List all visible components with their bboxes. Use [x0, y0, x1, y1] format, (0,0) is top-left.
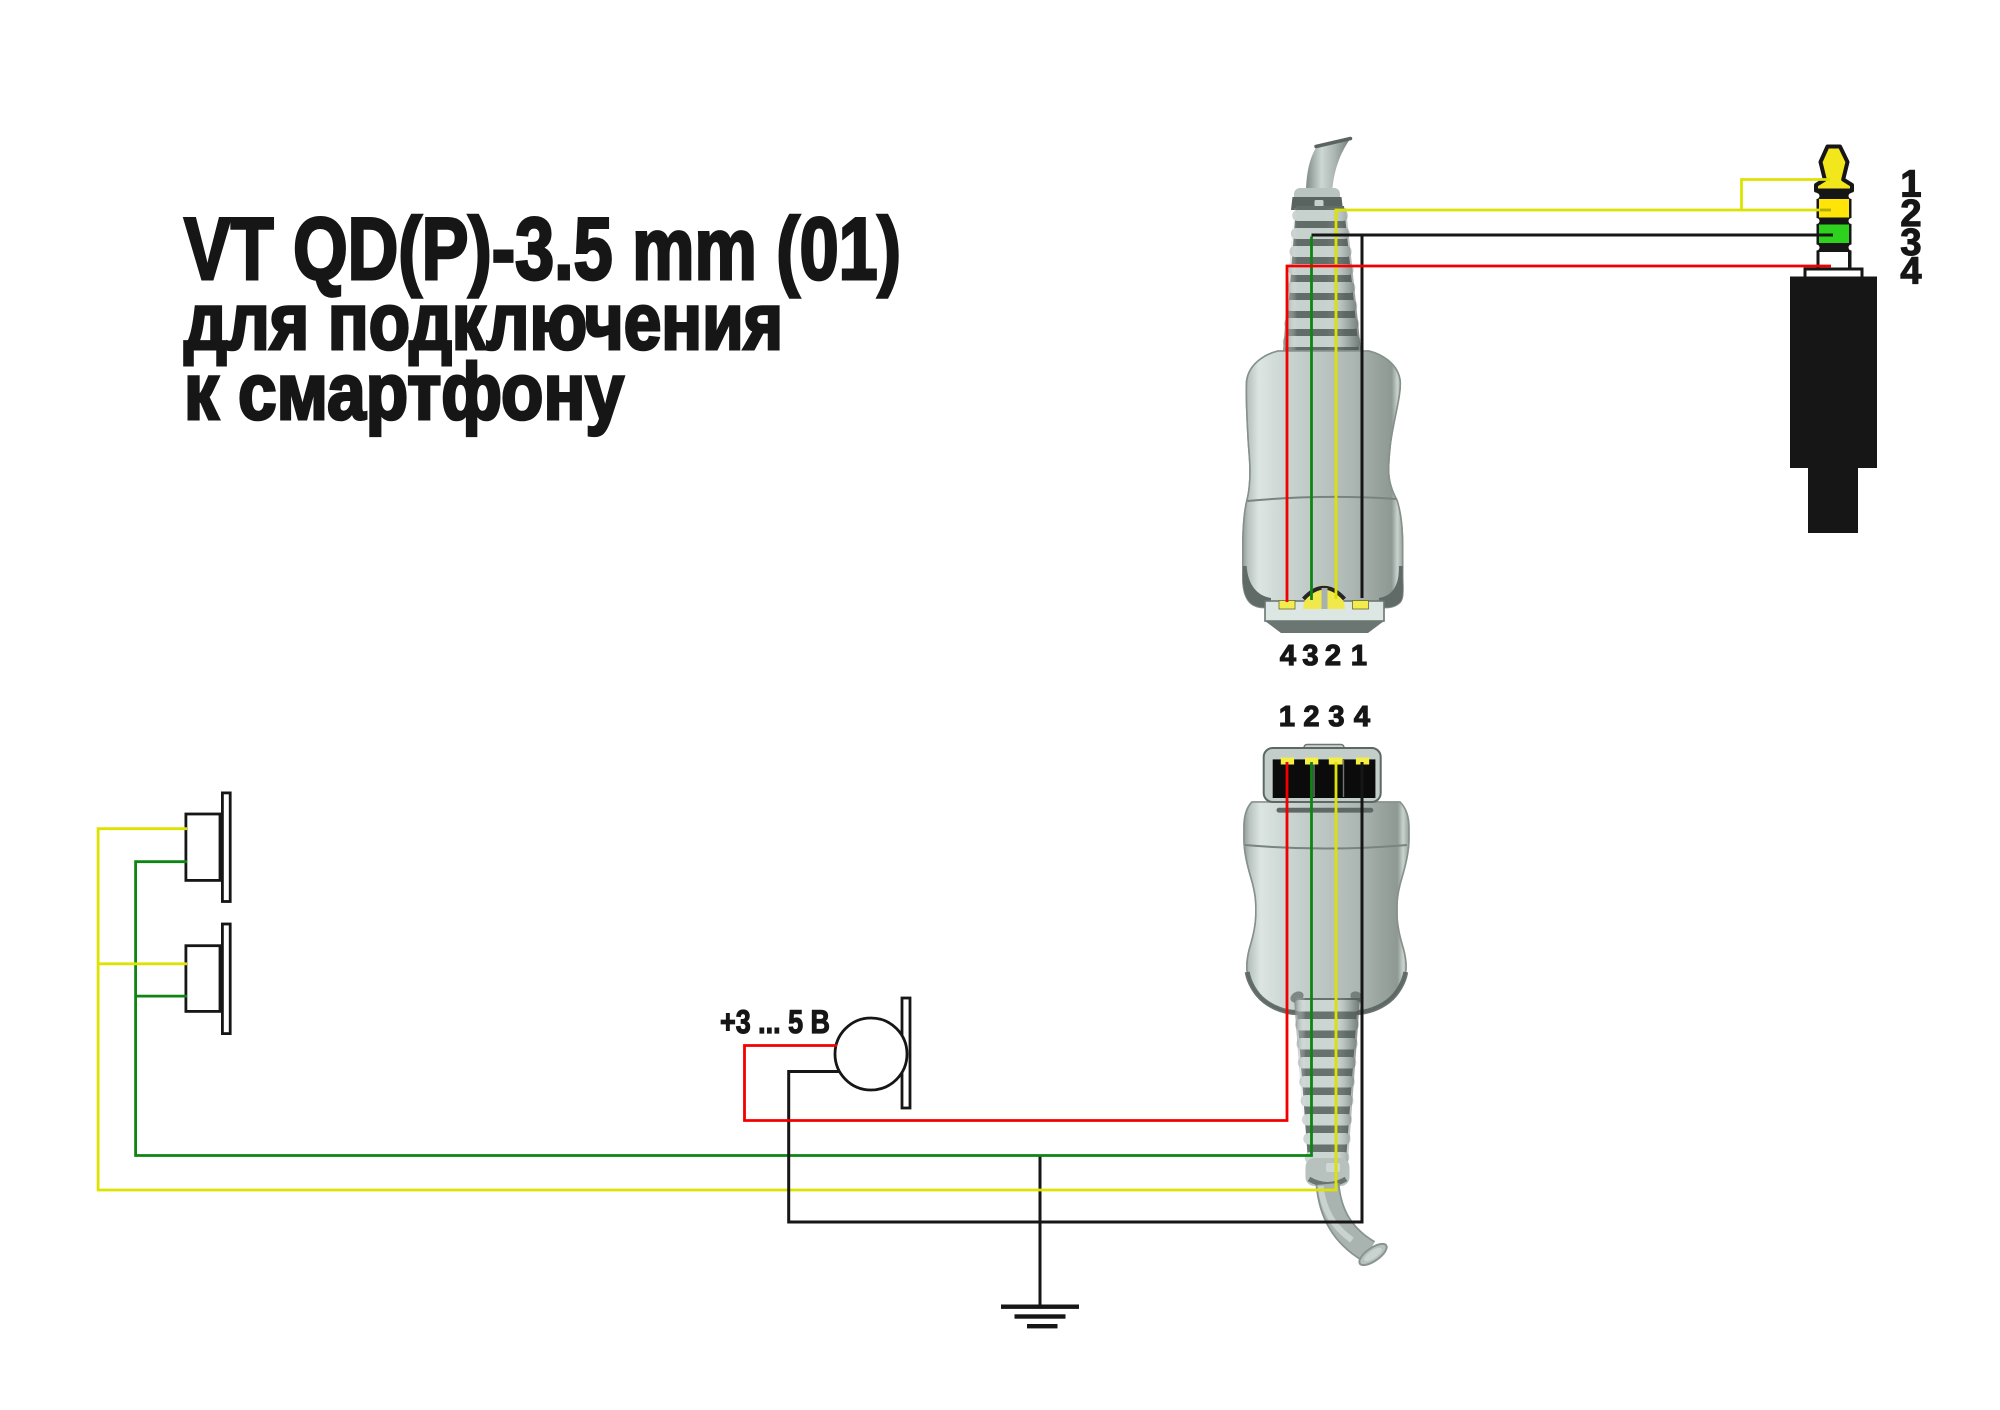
svg-text:+3 ... 5 В: +3 ... 5 В [720, 1003, 830, 1040]
svg-text:1: 1 [1351, 640, 1367, 672]
svg-text:3: 3 [1900, 222, 1921, 264]
svg-text:VT QD(P)-3.5 mm (01): VT QD(P)-3.5 mm (01) [184, 199, 901, 298]
svg-text:2: 2 [1900, 193, 1921, 235]
svg-text:2: 2 [1325, 640, 1341, 672]
svg-text:4: 4 [1900, 251, 1921, 293]
svg-text:1: 1 [1900, 164, 1921, 206]
svg-text:3: 3 [1328, 701, 1344, 733]
svg-text:3: 3 [1302, 640, 1318, 672]
svg-text:4: 4 [1280, 640, 1296, 672]
svg-text:к смартфону: к смартфону [184, 347, 624, 436]
svg-text:для подключения: для подключения [184, 277, 783, 366]
svg-text:1: 1 [1279, 701, 1295, 733]
svg-text:4: 4 [1354, 701, 1370, 733]
svg-text:2: 2 [1303, 701, 1319, 733]
